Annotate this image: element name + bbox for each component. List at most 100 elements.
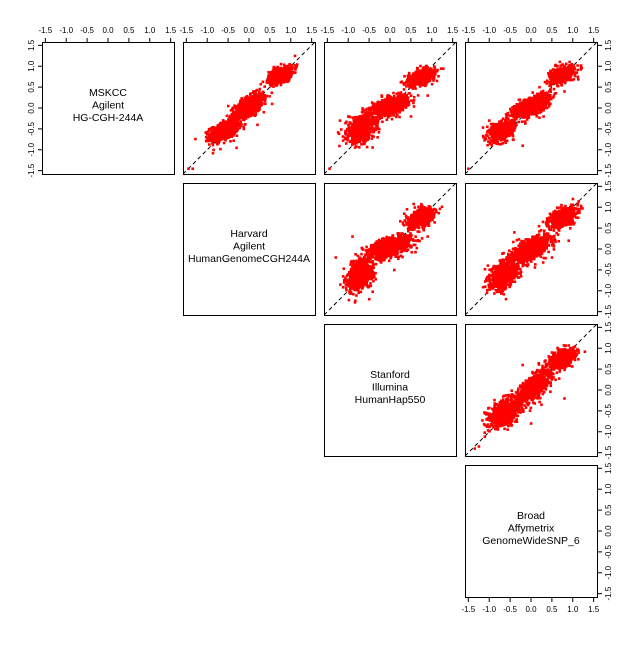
data-point <box>410 83 413 86</box>
data-point <box>253 114 256 117</box>
data-point <box>264 103 267 106</box>
data-point <box>214 127 217 130</box>
data-point <box>366 114 369 117</box>
data-point <box>219 134 222 137</box>
data-point <box>426 94 429 97</box>
data-point <box>254 109 257 112</box>
data-point <box>208 143 211 146</box>
data-point <box>281 77 284 80</box>
data-point <box>342 139 345 142</box>
data-point <box>273 66 276 69</box>
data-point <box>384 114 387 117</box>
data-point <box>371 135 374 138</box>
data-point <box>358 137 361 140</box>
data-point <box>260 93 263 96</box>
variable-label-line: MSKCC <box>89 87 127 99</box>
data-point <box>271 103 274 106</box>
data-point <box>277 76 280 79</box>
data-point <box>375 107 378 110</box>
data-point <box>408 101 411 104</box>
data-point <box>258 102 261 105</box>
data-point <box>209 128 212 131</box>
data-point <box>262 98 265 101</box>
data-point <box>413 105 416 108</box>
data-point <box>226 115 229 118</box>
data-point <box>209 134 212 137</box>
data-point <box>358 146 361 149</box>
data-point <box>235 147 238 150</box>
data-point <box>233 104 236 107</box>
data-point <box>370 107 373 110</box>
data-point <box>268 95 271 98</box>
data-point <box>276 71 279 74</box>
data-point <box>187 167 190 170</box>
data-point <box>240 121 243 124</box>
data-point <box>422 82 425 85</box>
data-point <box>295 66 298 69</box>
data-point <box>246 100 249 103</box>
data-point <box>245 96 248 99</box>
data-point <box>283 67 286 70</box>
data-point <box>409 80 412 83</box>
data-point <box>230 135 233 138</box>
data-point <box>401 80 404 83</box>
data-point <box>339 119 342 122</box>
data-point <box>431 83 434 86</box>
data-point <box>277 69 280 72</box>
data-point <box>247 111 250 114</box>
data-point <box>279 70 282 73</box>
data-point <box>363 141 366 144</box>
data-point <box>351 123 354 126</box>
data-point <box>229 140 232 143</box>
scatter-points-0-1 <box>183 42 315 174</box>
data-point <box>243 128 246 131</box>
data-point <box>404 82 407 85</box>
data-point <box>290 74 293 77</box>
data-point <box>403 97 406 100</box>
data-point <box>340 128 343 131</box>
data-point <box>371 146 374 149</box>
data-point <box>371 137 374 140</box>
data-point <box>432 79 435 82</box>
data-point <box>288 63 291 66</box>
data-point <box>216 143 219 146</box>
data-point <box>355 138 358 141</box>
data-point <box>212 131 215 134</box>
data-point <box>263 111 266 114</box>
data-point <box>291 68 294 71</box>
data-point <box>360 125 363 128</box>
data-point <box>358 119 361 122</box>
data-point <box>286 80 289 83</box>
scatter-points-0-2 <box>324 42 456 174</box>
data-point <box>194 138 197 141</box>
data-point <box>212 152 215 155</box>
data-point <box>352 140 355 143</box>
data-point <box>227 105 230 108</box>
data-point <box>280 84 283 87</box>
data-point <box>215 133 218 136</box>
variable-label-line: Affymetrix <box>508 523 555 535</box>
data-point <box>238 127 241 130</box>
data-point <box>237 106 240 109</box>
data-point <box>260 83 263 86</box>
data-point <box>386 118 389 121</box>
data-point <box>425 71 428 74</box>
data-point <box>191 167 194 170</box>
data-point <box>403 94 406 97</box>
data-point <box>223 130 226 133</box>
data-point <box>246 116 249 119</box>
data-point <box>328 167 331 170</box>
data-point <box>272 78 275 81</box>
variable-label-line: Agilent <box>233 241 265 253</box>
scatter-points-0-3 <box>465 42 597 174</box>
data-point <box>237 115 240 118</box>
data-point <box>381 121 384 124</box>
data-point <box>389 110 392 113</box>
data-point <box>252 92 255 95</box>
data-point <box>354 146 357 149</box>
data-point <box>257 96 260 99</box>
data-point <box>224 139 227 142</box>
data-point <box>360 143 363 146</box>
data-point <box>403 103 406 106</box>
